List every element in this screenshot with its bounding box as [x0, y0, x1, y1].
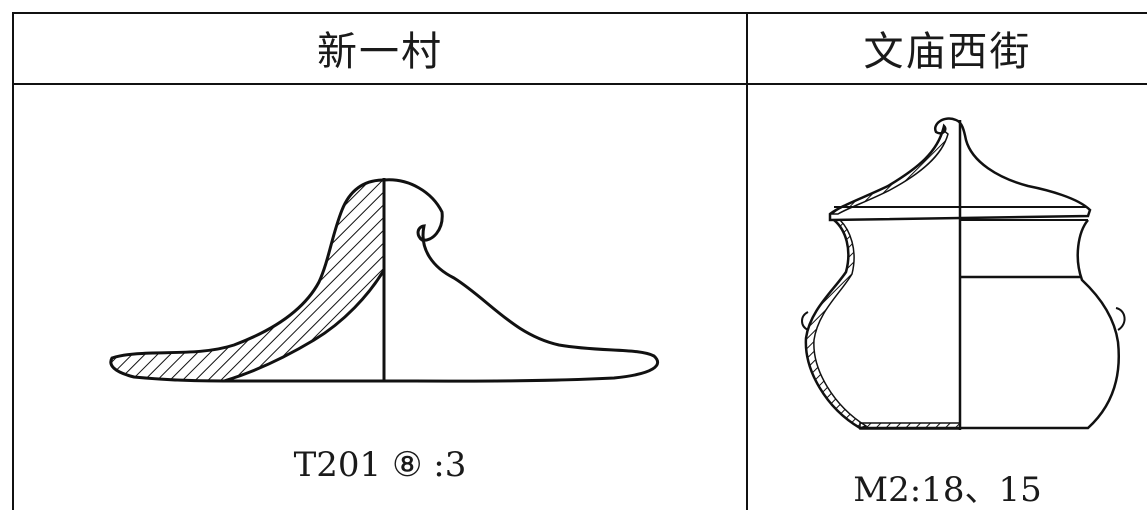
jar-base-section	[859, 422, 961, 430]
jar-wall-section	[805, 219, 868, 429]
jar-lug	[1115, 307, 1126, 331]
table-top-border	[12, 12, 1147, 14]
header-xinyicun: 新一村	[317, 29, 443, 75]
jar-lid-section	[830, 128, 949, 215]
column-divider	[746, 12, 748, 510]
header-wenmiaoxijie: 文庙西街	[863, 29, 1032, 75]
caption-right: M2:18、15	[853, 469, 1042, 510]
table-left-border	[12, 12, 14, 510]
lid-section-hatched	[109, 178, 386, 383]
caption-left: T201 ⑧ :3	[293, 445, 467, 485]
header-bottom-border	[12, 83, 1147, 85]
lid-outline-right	[383, 178, 660, 383]
lidded-jar-drawing	[801, 117, 1126, 430]
lid-profile-drawing	[109, 178, 660, 383]
jar-lug-left	[801, 311, 809, 331]
